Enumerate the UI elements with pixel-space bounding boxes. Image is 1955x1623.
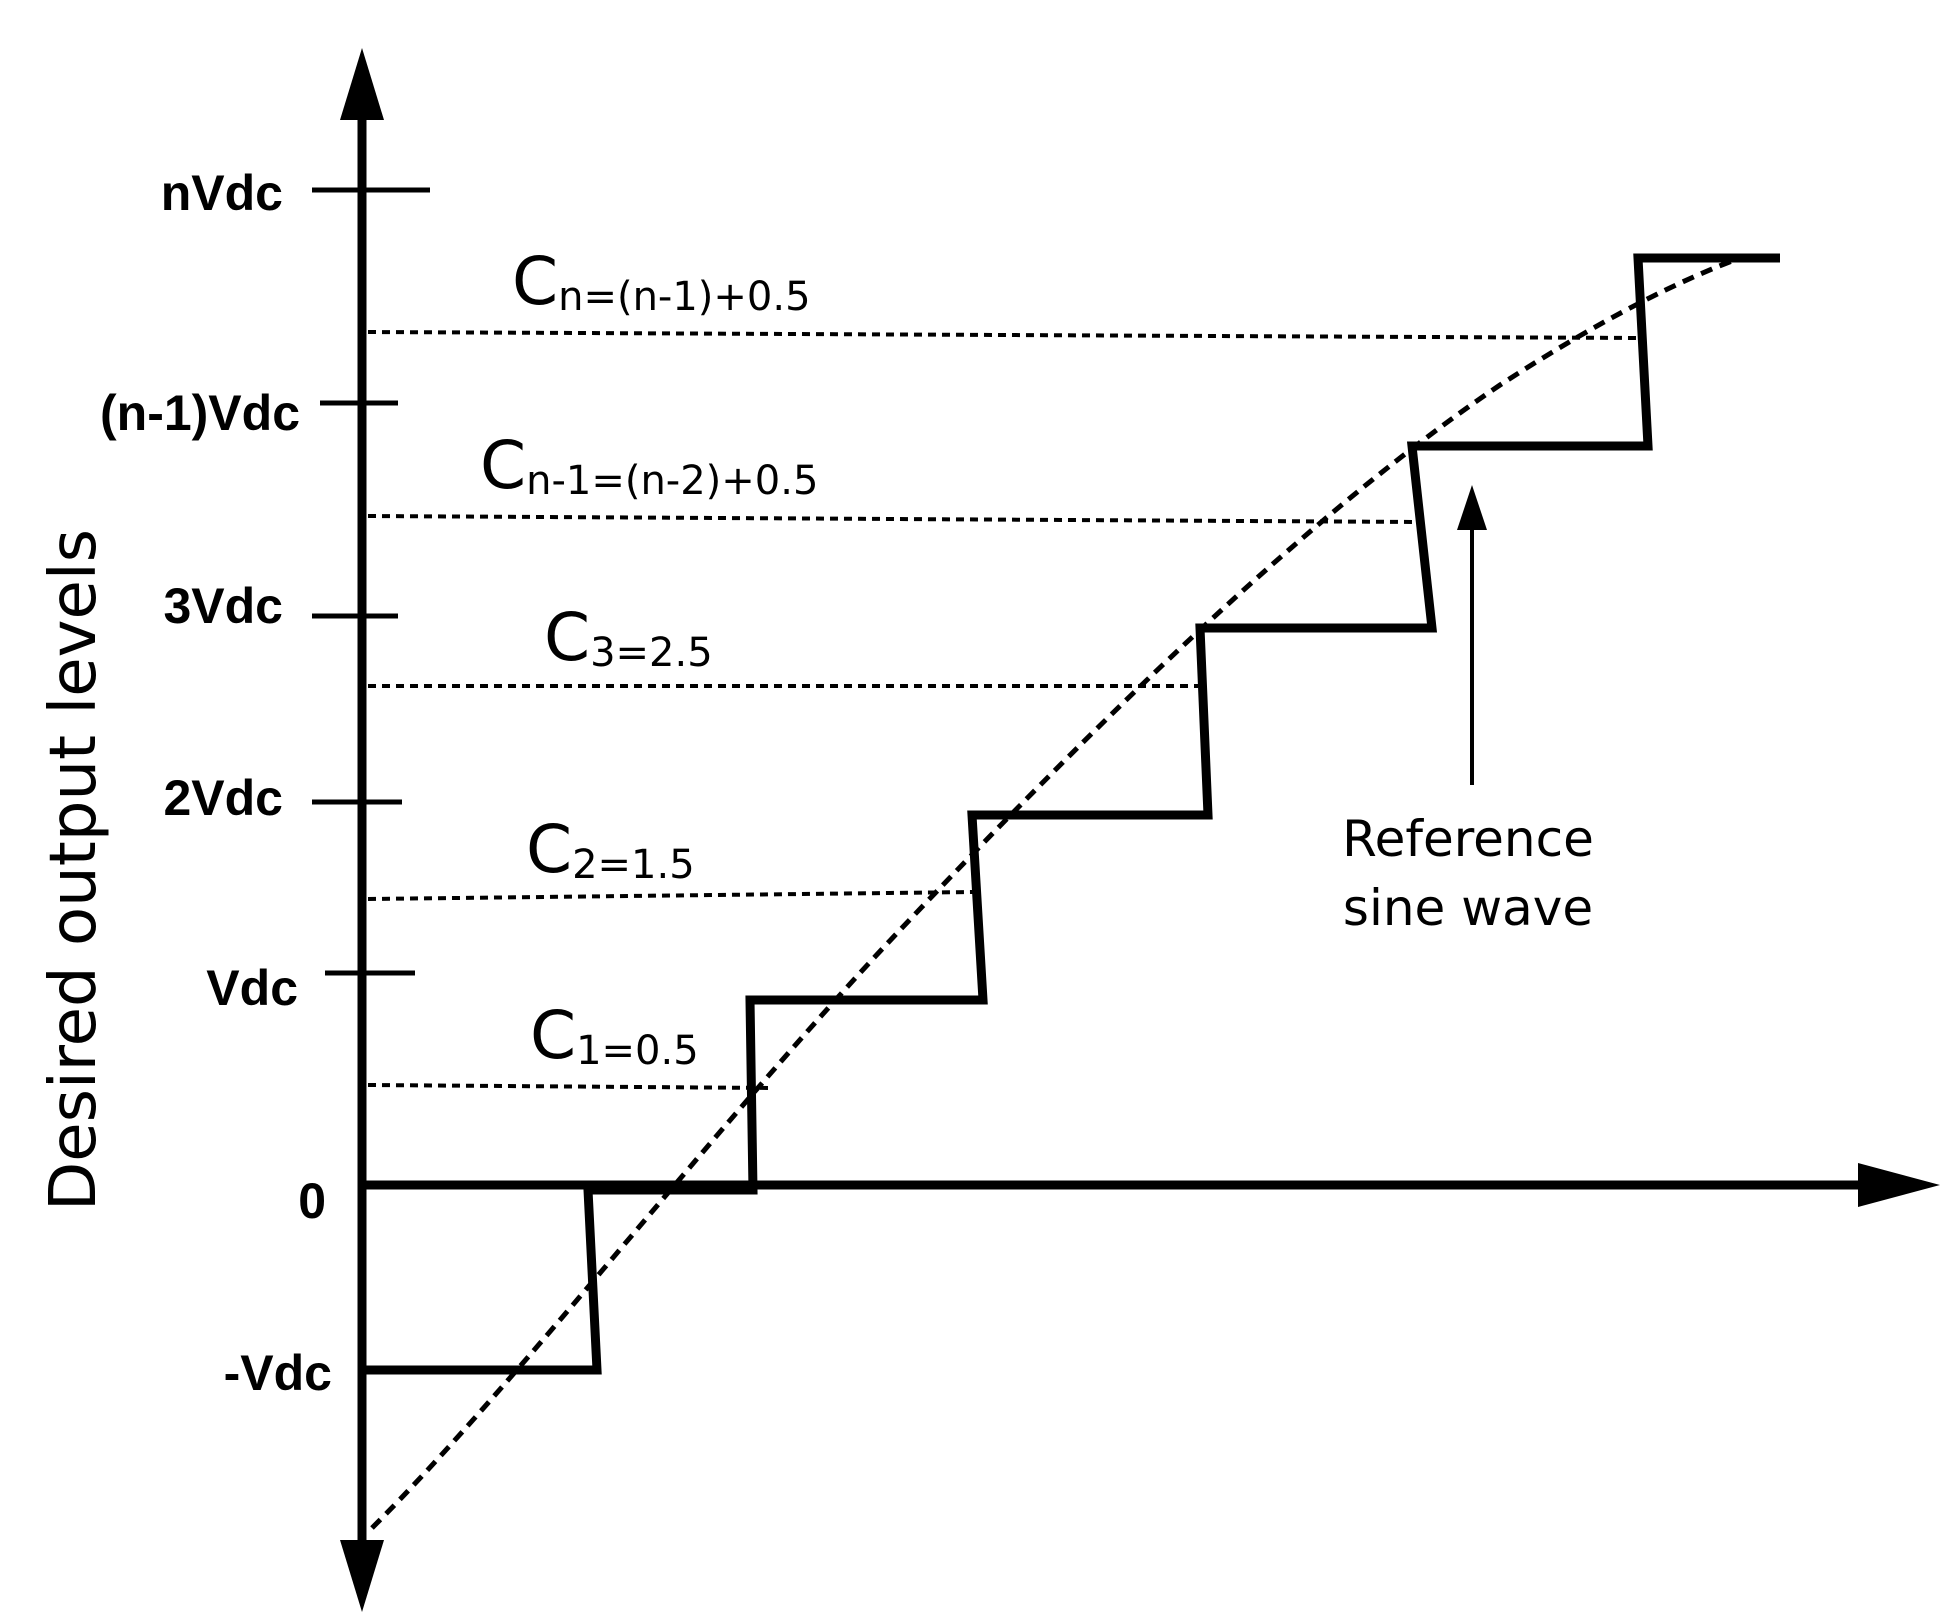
level-label: 3Vdc <box>163 578 283 634</box>
threshold-label-c2: C2=1.5 <box>526 811 695 888</box>
level-label: (n-1)Vdc <box>100 385 300 441</box>
threshold-line-c2 <box>367 890 976 901</box>
threshold-label-cn: Cn=(n-1)+0.5 <box>512 243 811 320</box>
threshold-line-c1 <box>367 1083 773 1090</box>
staircase-waveform <box>362 253 1780 1375</box>
level-label: Vdc <box>206 960 298 1016</box>
level-label: 0 <box>298 1173 326 1229</box>
threshold-line-cn <box>367 330 1641 340</box>
y-axis-top-arrow <box>340 48 384 120</box>
threshold-label-c3: C3=2.5 <box>544 599 713 676</box>
level-label: 2Vdc <box>163 770 283 826</box>
reference-label-line1: Reference <box>1342 810 1594 868</box>
y-axis-label: Desired output levels <box>37 529 111 1211</box>
reference-label-line2: sine wave <box>1343 879 1593 937</box>
threshold-label-c1: C1=0.5 <box>530 997 699 1074</box>
x-axis-arrow <box>1858 1163 1940 1207</box>
level-label: -Vdc <box>224 1345 332 1401</box>
reference-sine-wave <box>370 255 1741 1530</box>
level-label: nVdc <box>161 165 283 221</box>
threshold-label-cn-1: Cn-1=(n-2)+0.5 <box>480 427 818 504</box>
reference-arrow-head <box>1457 485 1487 530</box>
y-axis-bottom-arrow <box>340 1540 384 1612</box>
threshold-line-cn-1 <box>367 514 1423 524</box>
